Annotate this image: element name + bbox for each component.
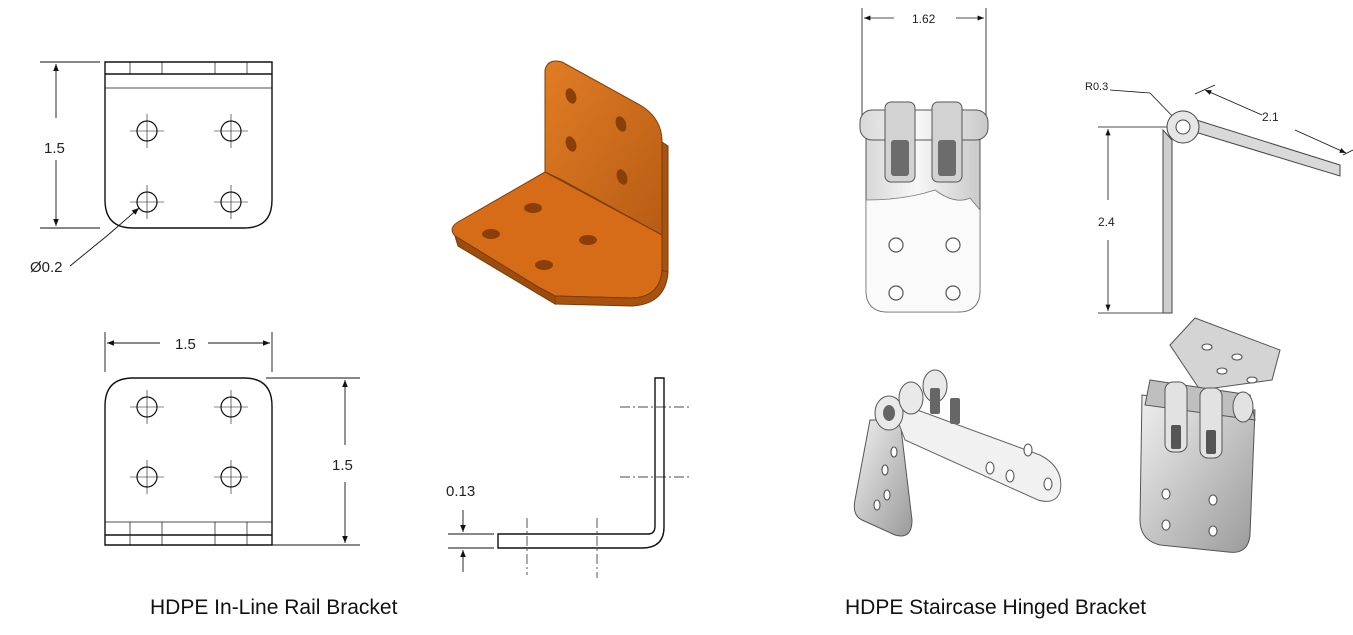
inline-front-holes (136, 120, 242, 213)
inline-top-view (104, 332, 360, 546)
inline-isometric-view (451, 60, 669, 307)
inline-front-view (40, 61, 273, 267)
hinged-isometric-folded (1139, 317, 1281, 553)
inline-bracket-caption: HDPE In-Line Rail Bracket (150, 596, 398, 619)
inline-hole-diameter-dim: Ø0.2 (30, 259, 63, 276)
inline-front-height-dim: 1.5 (44, 140, 65, 157)
hinged-isometric-open (853, 369, 1062, 537)
inline-side-view (448, 377, 690, 578)
hinged-height-dim: 2.4 (1098, 215, 1115, 229)
hinged-width-dim: 1.62 (912, 12, 936, 26)
hinged-bracket-caption: HDPE Staircase Hinged Bracket (845, 596, 1147, 619)
inline-thickness-dim: 0.13 (446, 483, 475, 500)
hinged-radius-dim: R0.3 (1085, 81, 1108, 93)
hinged-side-view (1098, 84, 1353, 314)
inline-top-width-dim: 1.5 (175, 336, 196, 353)
hinged-front-view (859, 8, 989, 313)
inline-top-height-dim: 1.5 (332, 457, 353, 474)
hinged-arm-dim: 2.1 (1262, 110, 1279, 124)
